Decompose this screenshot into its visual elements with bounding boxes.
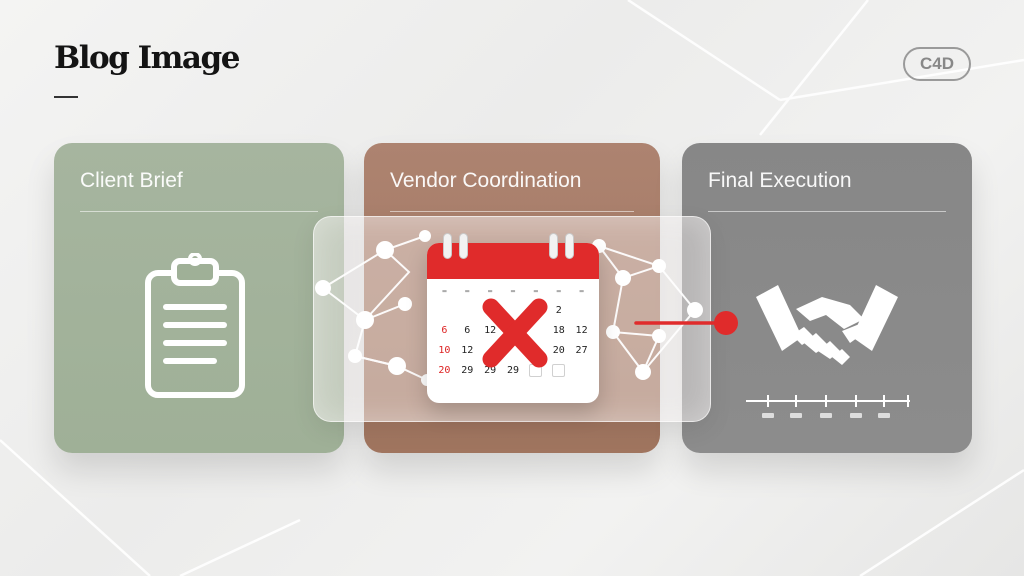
calendar-day: 2 [555, 305, 562, 316]
x-mark-icon [482, 298, 548, 368]
calendar-day: 18 [552, 325, 565, 336]
calendar-day: 20 [552, 345, 565, 356]
calendar-ring [565, 233, 574, 259]
final-execution-card: Final Execution [682, 143, 972, 453]
card-label-vendor-coordination: Vendor Coordination [390, 169, 582, 192]
calendar-day: 29 [484, 365, 497, 376]
timeline-scale [746, 395, 910, 418]
network-graph-icon [315, 230, 703, 386]
card-divider [708, 211, 946, 212]
calendar-cancel-icon: ▬ ▬ ▬ ▬ ▬ ▬ ▬ 2 6 6 12 18 12 10 12 20 27… [427, 233, 599, 403]
calendar-day: 29 [506, 365, 520, 376]
calendar-ring [549, 233, 558, 259]
calendar-weekday: ▬ [533, 287, 538, 295]
calendar-day: 20 [438, 365, 451, 376]
calendar-day: 12 [461, 345, 474, 356]
card-label-client-brief: Client Brief [80, 169, 183, 192]
page-title: Blog Image [54, 40, 240, 76]
calendar-day: 27 [575, 345, 588, 356]
calendar-day [570, 303, 593, 319]
card-divider [390, 211, 634, 212]
calendar-weekday: ▬ [510, 287, 516, 295]
calendar-weekday: ▬ [442, 287, 447, 295]
c4d-badge: C4D [903, 47, 971, 81]
red-connector-icon [634, 311, 738, 335]
card-divider [80, 211, 318, 212]
calendar-day: 12 [575, 325, 588, 336]
card-label-final-execution: Final Execution [708, 169, 852, 192]
calendar-day: 6 [464, 325, 471, 336]
calendar-weekday: ▬ [579, 287, 584, 295]
client-brief-card: Client Brief [54, 143, 344, 453]
calendar-weekday: ▬ [465, 287, 470, 295]
calendar-day: 29 [461, 365, 474, 376]
calendar-day [433, 303, 456, 319]
handshake-icon [756, 285, 898, 365]
calendar-day: 6 [441, 325, 448, 336]
calendar-day: 10 [438, 345, 451, 356]
calendar-day [570, 363, 593, 379]
calendar-weekday: ▬ [556, 287, 561, 295]
calendar-grid: ▬ ▬ ▬ ▬ ▬ ▬ ▬ 2 6 6 12 18 12 10 12 20 27… [433, 283, 593, 379]
calendar-weekday: ▬ [488, 287, 493, 295]
calendar-ring [459, 233, 468, 259]
clipboard-icon [145, 253, 245, 398]
calendar-day [456, 303, 479, 319]
title-underline [54, 96, 78, 98]
calendar-ring [443, 233, 452, 259]
calendar-day: 12 [484, 325, 497, 336]
